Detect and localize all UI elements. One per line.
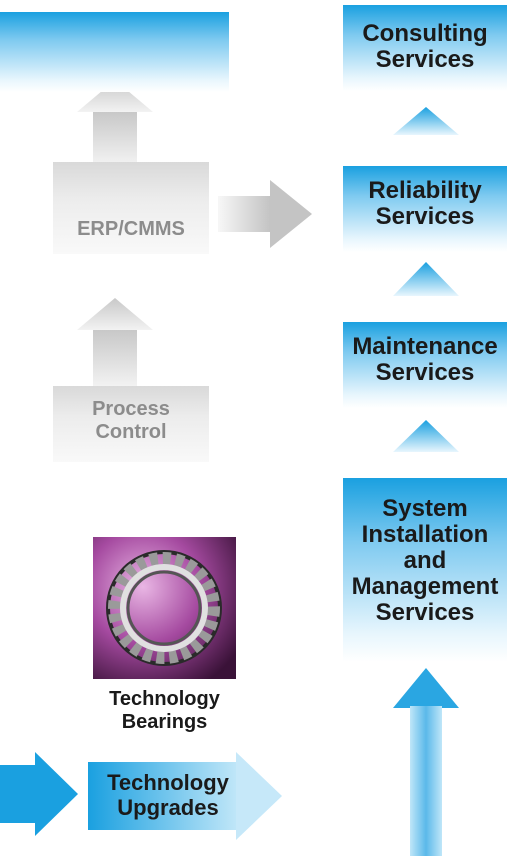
top-left-box [0, 12, 229, 92]
process-control-label: Process Control [92, 398, 170, 443]
arrow-up-blue-2 [393, 262, 459, 296]
maintenance-services-label: Maintenance Services [352, 333, 498, 386]
consulting-services-label: Consulting Services [362, 20, 488, 73]
reliability-services-label: Reliability Services [368, 177, 482, 230]
arrow-up-blue-1 [393, 107, 459, 135]
consulting-services-box: Consulting Services [343, 5, 507, 91]
arrow-up-gray-top [77, 80, 153, 164]
arrow-up-blue-long [393, 668, 459, 856]
reliability-services-box: Reliability Services [343, 166, 507, 252]
technology-upgrades-label: Technology Upgrades [107, 770, 229, 820]
system-installation-services-label: System Installation and Management Servi… [351, 495, 499, 626]
erp-cmms-box: ERP/CMMS [53, 162, 209, 254]
erp-cmms-label: ERP/CMMS [77, 218, 185, 240]
arrow-right-gray [218, 180, 312, 248]
system-installation-services-box: System Installation and Management Servi… [343, 478, 507, 662]
technology-bearings-caption: Technology Bearings [109, 688, 220, 733]
bearing-image [93, 537, 236, 679]
arrow-right-blue-upgrades [88, 752, 282, 840]
process-control-box: Process Control [53, 386, 209, 462]
arrow-up-blue-3 [393, 420, 459, 452]
maintenance-services-box: Maintenance Services [343, 322, 507, 408]
arrow-up-gray-middle [77, 298, 153, 386]
arrow-right-blue-left [0, 752, 78, 836]
